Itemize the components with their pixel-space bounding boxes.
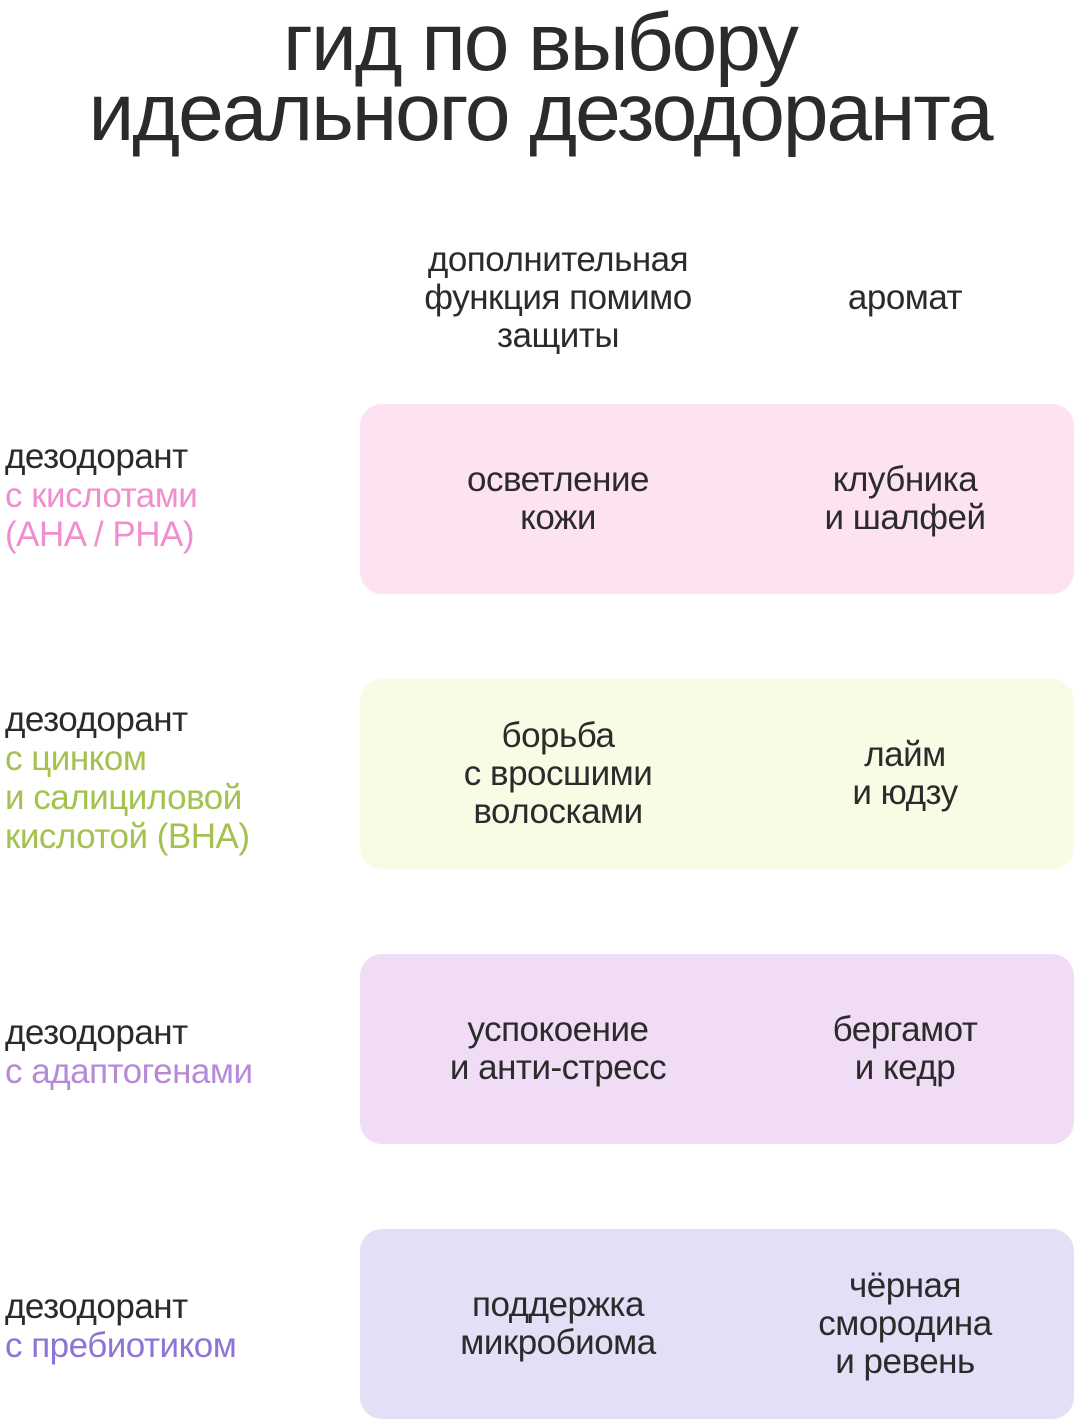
function-line: осветление bbox=[467, 460, 649, 499]
row-card-prebiotic: поддержка микробиома чёрная смородина и … bbox=[360, 1229, 1074, 1419]
aroma-line: лайм bbox=[864, 735, 946, 774]
column-header-aroma: аромат bbox=[847, 277, 963, 317]
function-cell: борьба с вросшими волосками bbox=[388, 679, 728, 869]
row-label-zinc: дезодорант с цинком и салициловой кислот… bbox=[5, 700, 345, 856]
row-card-acids: осветление кожи клубника и шалфей bbox=[360, 404, 1074, 594]
function-line: с вросшими bbox=[463, 754, 653, 793]
row-label-prebiotic: дезодорант с пребиотиком bbox=[5, 1287, 345, 1365]
aroma-line: и ревень bbox=[835, 1342, 975, 1381]
function-line: и анти-стресс bbox=[449, 1048, 667, 1087]
row-label-adaptogens: дезодорант с адаптогенами bbox=[5, 1013, 345, 1091]
row-label-line: дезодорант bbox=[5, 1287, 188, 1326]
function-line: волосками bbox=[473, 792, 643, 831]
row-card-adaptogens: успокоение и анти-стресс бергамот и кедр bbox=[360, 954, 1074, 1144]
page-title: гид по выбору идеального дезодоранта bbox=[0, 0, 1080, 158]
row-label-line: и салициловой bbox=[5, 778, 242, 817]
aroma-line: и юдзу bbox=[852, 773, 958, 812]
page-title-line-1: гид по выбору bbox=[283, 0, 799, 88]
aroma-line: бергамот bbox=[832, 1010, 978, 1049]
function-line: поддержка bbox=[472, 1285, 644, 1324]
column-header-function: дополнительная функция помимо защиты bbox=[424, 239, 692, 355]
row-label-acids: дезодорант с кислотами (AHA / PHA) bbox=[5, 437, 345, 554]
aroma-line: и кедр bbox=[854, 1048, 956, 1087]
aroma-line: чёрная bbox=[849, 1266, 961, 1305]
aroma-line: и шалфей bbox=[824, 498, 986, 537]
aroma-cell: лайм и юдзу bbox=[760, 679, 1050, 869]
row-label-line: дезодорант bbox=[5, 1013, 188, 1052]
row-label-line: кислотой (BHA) bbox=[5, 817, 250, 856]
aroma-cell: бергамот и кедр bbox=[760, 954, 1050, 1144]
page-title-line-2: идеального дезодоранта bbox=[88, 67, 993, 158]
function-cell: осветление кожи bbox=[388, 404, 728, 594]
row-card-zinc: борьба с вросшими волосками лайм и юдзу bbox=[360, 679, 1074, 869]
row-label-line: с цинком bbox=[5, 739, 147, 778]
aroma-line: клубника bbox=[832, 460, 978, 499]
row-label-line: дезодорант bbox=[5, 700, 188, 739]
aroma-cell: чёрная смородина и ревень bbox=[760, 1229, 1050, 1419]
function-cell: поддержка микробиома bbox=[388, 1229, 728, 1419]
function-line: успокоение bbox=[467, 1010, 649, 1049]
aroma-line: смородина bbox=[818, 1304, 992, 1343]
row-label-line: дезодорант bbox=[5, 437, 188, 476]
function-line: кожи bbox=[520, 498, 596, 537]
function-cell: успокоение и анти-стресс bbox=[388, 954, 728, 1144]
row-label-line: (AHA / PHA) bbox=[5, 515, 194, 554]
function-line: борьба bbox=[501, 716, 615, 755]
function-line: микробиома bbox=[460, 1323, 656, 1362]
row-label-line: с адаптогенами bbox=[5, 1052, 253, 1091]
row-label-line: с кислотами bbox=[5, 476, 198, 515]
aroma-cell: клубника и шалфей bbox=[760, 404, 1050, 594]
row-label-line: с пребиотиком bbox=[5, 1326, 237, 1365]
